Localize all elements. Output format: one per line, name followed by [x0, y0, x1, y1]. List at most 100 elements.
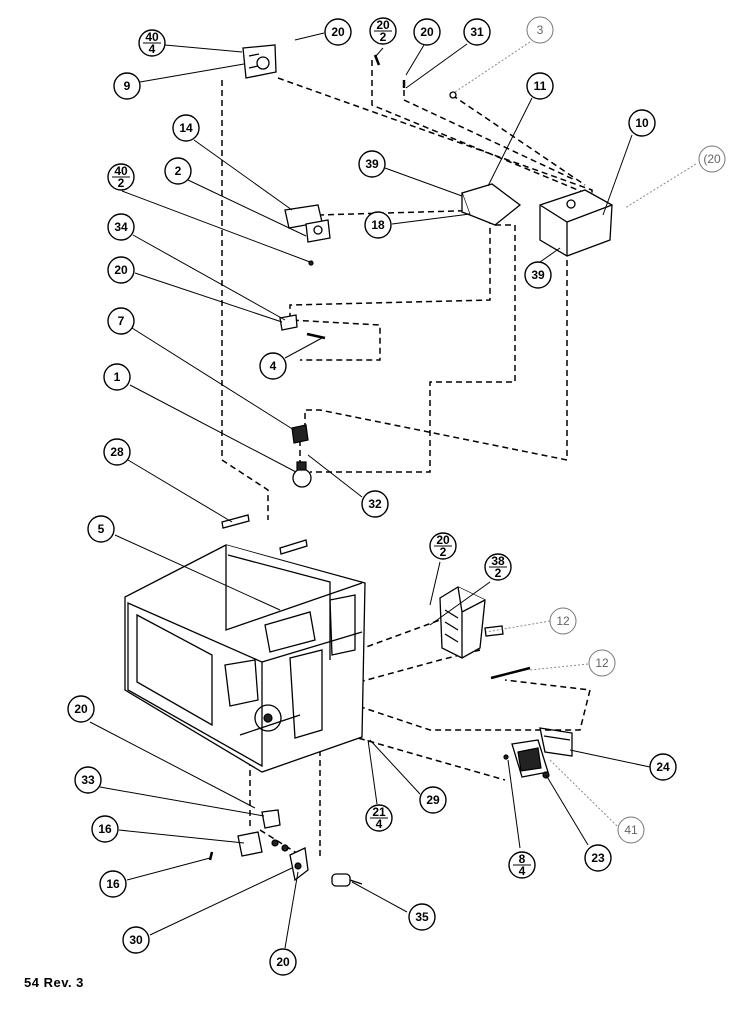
callout-c5: 5	[87, 515, 115, 543]
callout-label: 18	[371, 218, 385, 232]
callout-label: 30	[129, 933, 143, 947]
part-bracket-10	[539, 189, 613, 257]
callout-c35: 35	[408, 903, 436, 931]
callout-label: 3	[537, 23, 544, 37]
callout-label: 5	[98, 522, 105, 536]
callout-numerator: 8	[519, 852, 526, 866]
leader-lines	[89, 32, 697, 949]
callout-c7: 7	[107, 307, 135, 335]
callout-label: 33	[81, 773, 95, 787]
callout-c12b: 12	[588, 649, 616, 677]
callout-label: 35	[415, 910, 429, 924]
callout-numerator: 20	[436, 533, 450, 547]
part-switch-14	[284, 204, 331, 243]
part-board-24-23	[503, 727, 573, 779]
part-switch-bracket-16	[208, 809, 289, 861]
callout-c18: 18	[364, 211, 392, 239]
part-latch-4	[279, 314, 326, 340]
callout-c28: 28	[103, 438, 131, 466]
callout-label: 24	[656, 760, 670, 774]
callout-label: 12	[556, 614, 570, 628]
callout-label: 20	[420, 25, 434, 39]
callout-c41: 41	[617, 816, 645, 844]
part-bracket-30	[289, 847, 309, 882]
callout-c38: 382	[484, 553, 512, 581]
callout-label: 20	[114, 263, 128, 277]
callout-label: 10	[635, 116, 649, 130]
callout-label: 1	[114, 370, 121, 384]
callout-numerator: 40	[114, 164, 128, 178]
callout-label: 31	[470, 25, 484, 39]
callout-c31: 31	[463, 18, 491, 46]
callout-label: 29	[426, 793, 440, 807]
callout-c11: 11	[526, 72, 554, 100]
callout-label: 2	[175, 164, 182, 178]
callout-c39a: 39	[358, 150, 386, 178]
callout-label: 41	[624, 823, 638, 837]
callout-denominator: 2	[380, 30, 387, 44]
callout-label: 23	[591, 851, 605, 865]
callout-c34: 34	[107, 213, 135, 241]
callout-numerator: 40	[145, 30, 159, 44]
callout-c20c: 20	[413, 18, 441, 46]
callout-label: 39	[531, 268, 545, 282]
callout-c20e: 20	[107, 256, 135, 284]
callout-c40b: 402	[107, 163, 135, 191]
part-cabinet-5	[124, 544, 366, 773]
callout-c4: 4	[259, 352, 287, 380]
callout-c3: 3	[526, 16, 554, 44]
callout-label: 9	[124, 79, 131, 93]
callout-label: 16	[106, 877, 120, 891]
callout-label: 20	[331, 25, 345, 39]
callout-denominator: 2	[440, 545, 447, 559]
callout-c23: 23	[584, 844, 612, 872]
callout-c1: 1	[103, 363, 131, 391]
callout-c20d: (20	[698, 145, 726, 173]
callout-label: 20	[74, 702, 88, 716]
callout-label: 34	[114, 220, 128, 234]
callout-denominator: 2	[118, 176, 125, 190]
callout-numerator: 38	[491, 554, 505, 568]
callout-label: 7	[118, 314, 125, 328]
callout-denominator: 4	[519, 864, 526, 878]
callout-c29: 29	[419, 786, 447, 814]
part-lamp-1	[292, 461, 312, 488]
callout-c20a: 20	[324, 18, 352, 46]
callout-c14: 14	[172, 114, 200, 142]
callout-label: 39	[365, 157, 379, 171]
callout-label: 11	[534, 79, 547, 93]
callout-c21: 214	[365, 804, 393, 832]
callout-denominator: 2	[495, 566, 502, 580]
callout-c30: 30	[122, 926, 150, 954]
callout-numerator: 21	[372, 805, 386, 819]
callout-label: 4	[270, 359, 277, 373]
callout-c12a: 12	[549, 607, 577, 635]
callout-c20b: 202	[369, 17, 397, 45]
callout-c32: 32	[361, 490, 389, 518]
callout-c16b: 16	[99, 870, 127, 898]
callout-label: 16	[98, 822, 112, 836]
callout-label: 32	[368, 497, 382, 511]
callout-c40a: 404	[138, 29, 166, 57]
callout-c24: 24	[649, 753, 677, 781]
callout-c10: 10	[628, 109, 656, 137]
callout-c39b: 39	[524, 261, 552, 289]
callout-denominator: 4	[376, 817, 383, 831]
callout-label: 14	[179, 121, 193, 135]
callout-denominator: 4	[149, 42, 156, 56]
callout-c20g: 20	[67, 695, 95, 723]
callout-c33: 33	[74, 766, 102, 794]
callout-c16a: 16	[91, 815, 119, 843]
callout-c2: 2	[164, 157, 192, 185]
part-socket-7	[291, 424, 309, 444]
drawing-revision-code: 54 Rev. 3	[24, 975, 84, 990]
part-bracket-9	[242, 44, 277, 79]
callout-label: 12	[595, 656, 609, 670]
callout-numerator: 20	[376, 18, 390, 32]
part-strips-28	[221, 514, 308, 555]
callout-c8: 84	[508, 851, 536, 879]
part-bracket-11-18	[461, 183, 522, 226]
part-capacitor-35	[331, 873, 363, 887]
